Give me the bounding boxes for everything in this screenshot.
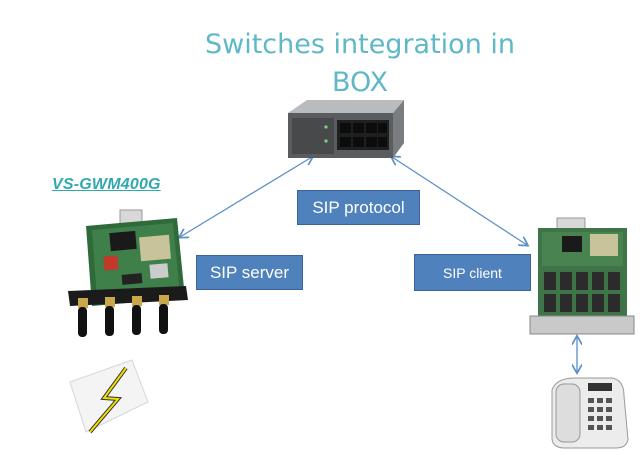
title-line-1: Switches integration in [204, 29, 516, 60]
fxs-module-icon [529, 217, 635, 335]
desk-phone-icon [551, 377, 629, 449]
switch-box-icon [288, 100, 404, 158]
lightning-signal-icon [69, 359, 149, 434]
diagram-title: Switches integration in BOX [170, 26, 550, 102]
product-model-label: VS-GWM400G [52, 176, 161, 193]
arrow-box-to-server [180, 157, 312, 237]
sip-protocol-label: SIP protocol [297, 190, 420, 225]
arrow-box-to-client [392, 157, 527, 245]
title-line-2: BOX [331, 67, 389, 98]
sip-client-label: SIP client [414, 254, 531, 291]
gateway-module-icon [68, 209, 188, 337]
sip-server-label: SIP server [196, 255, 303, 290]
